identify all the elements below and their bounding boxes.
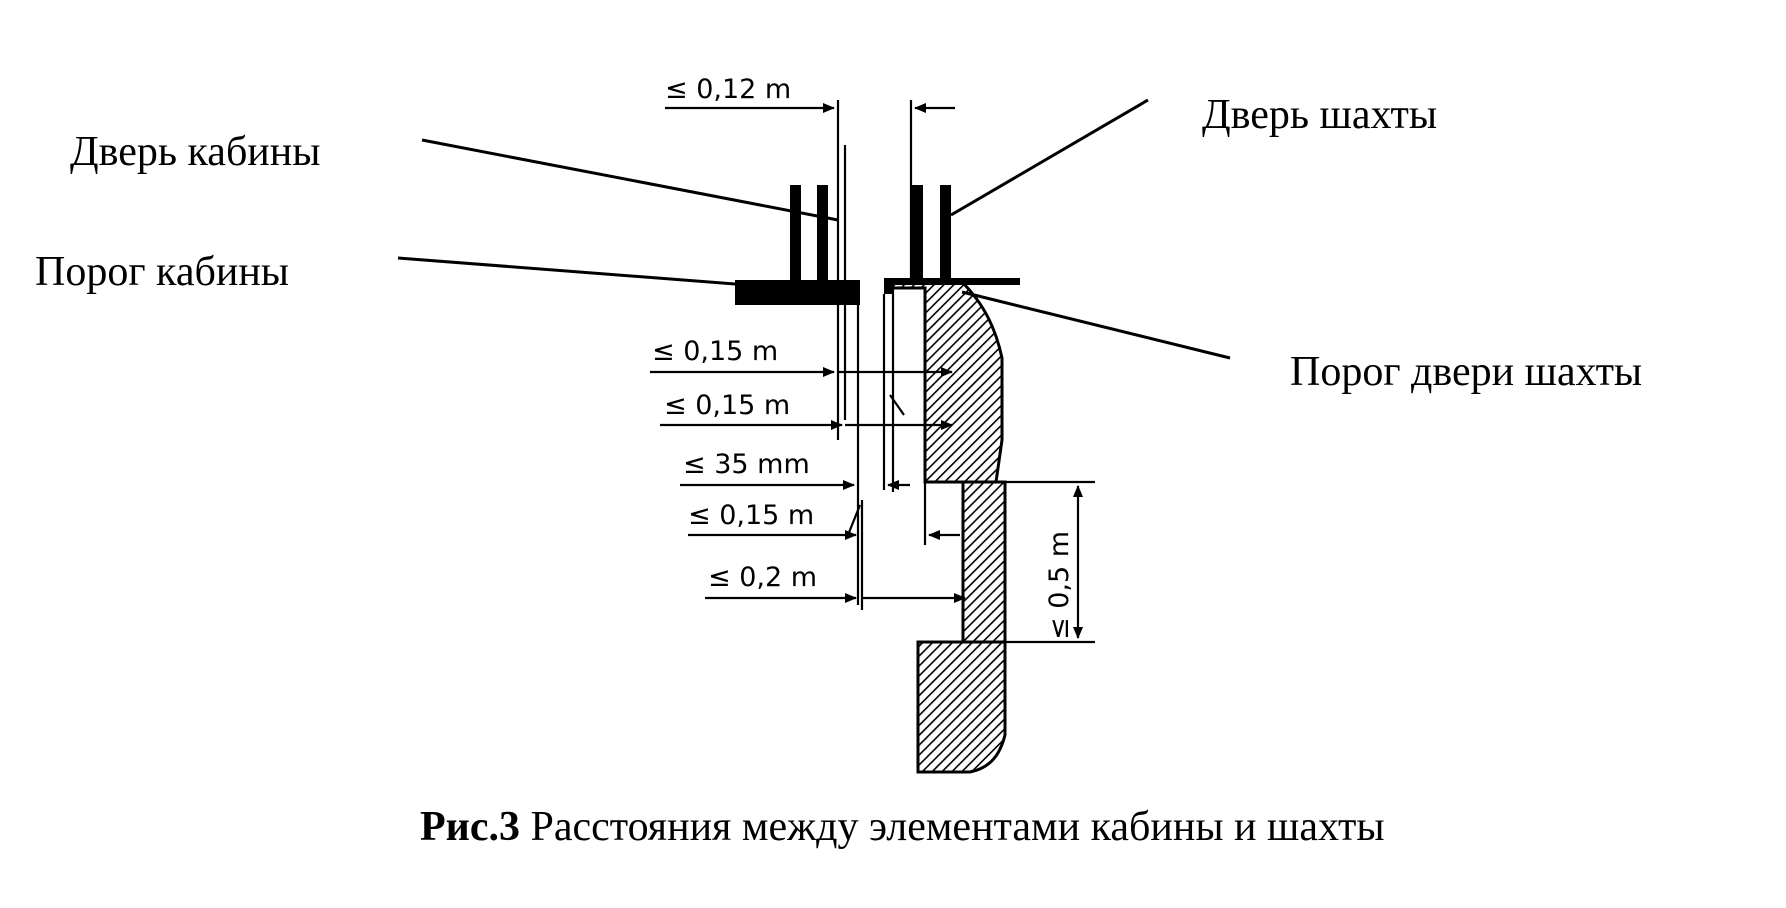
figure-caption: Рис.3 Расстояния между элементами кабины… xyxy=(420,804,1385,850)
shaft-wall-lower xyxy=(916,640,1007,774)
dim-text-d5: ≤ 0,15 m xyxy=(688,500,814,531)
shaft-wall-mid xyxy=(961,480,1007,644)
label-car-door: Дверь кабины xyxy=(70,129,320,175)
shaft-wall-upper xyxy=(891,280,1004,484)
leader-car-door xyxy=(421,138,839,222)
dim-text-d6: ≤ 0,2 m xyxy=(708,562,817,593)
shaft-door-panel-1 xyxy=(912,185,923,283)
leader-car-sill xyxy=(397,256,749,287)
shaft-door-panel-2 xyxy=(940,185,951,283)
dim-text-d2: ≤ 0,15 m xyxy=(652,336,778,367)
leader-shaft-door xyxy=(950,98,1149,217)
dim-text-d4: ≤ 35 mm xyxy=(683,449,810,480)
caption-prefix: Рис.3 xyxy=(420,804,520,850)
label-shaft-door-sill: Порог двери шахты xyxy=(1290,349,1642,395)
dim-text-d7: ≤ 0,5 m xyxy=(1044,531,1075,640)
dim-text-d1: ≤ 0,12 m xyxy=(665,74,791,105)
dim-text-d3: ≤ 0,15 m xyxy=(664,390,790,421)
label-shaft-door: Дверь шахты xyxy=(1202,92,1437,138)
shaft-sill-plate xyxy=(886,278,1020,285)
label-car-sill: Порог кабины xyxy=(35,249,289,295)
leader-shaft-sill xyxy=(961,290,1231,360)
car-door-panel-1 xyxy=(790,185,801,285)
slant-tick-1 xyxy=(889,394,905,416)
shaft-sill-cap xyxy=(884,278,894,294)
car-door-panel-2 xyxy=(817,185,828,285)
caption-text: Расстояния между элементами кабины и шах… xyxy=(520,804,1385,850)
